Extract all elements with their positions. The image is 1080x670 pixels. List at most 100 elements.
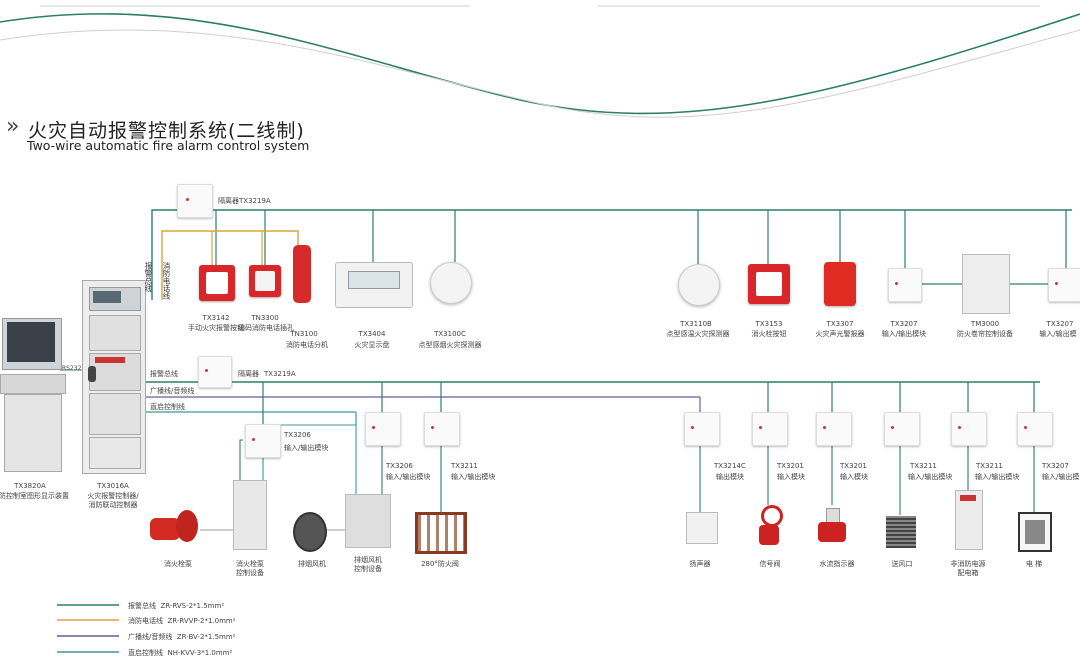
output-module-tx3214c bbox=[684, 412, 720, 446]
isolator-lower bbox=[198, 356, 232, 388]
isolator-label: 隔离器 bbox=[238, 370, 259, 378]
equipment-5-name: 扬声器 bbox=[689, 560, 711, 568]
top-isolator-label: 隔离器TX3219A bbox=[218, 197, 271, 205]
lower-module-5-id: TX3201 bbox=[840, 462, 867, 470]
io-module-tx3211-a bbox=[424, 412, 460, 446]
io-module-top-1 bbox=[888, 268, 922, 302]
io-module-tx3211-b bbox=[884, 412, 920, 446]
top-device-8-id: TX3207 bbox=[890, 320, 918, 328]
top-device-2-name: 消防电话分机 bbox=[286, 341, 328, 349]
lower-module-7-id: TX3211 bbox=[976, 462, 1003, 470]
top-device-5-name: 点型感温火灾探测器 bbox=[666, 330, 730, 338]
sound-light-alarm bbox=[824, 262, 856, 306]
input-module-tx3201-a bbox=[752, 412, 788, 446]
equipment-1-line1: 消火栓泵 bbox=[236, 560, 264, 568]
hydrant-button bbox=[748, 264, 790, 304]
equipment-9-line2: 配电箱 bbox=[957, 569, 979, 577]
legend-spec-3: NH-KVV-3*1.0mm² bbox=[167, 649, 233, 657]
legend-item-2: 广播线/音频线 ZR-BV-2*1.5mm² bbox=[128, 632, 236, 642]
fire-alarm-controller bbox=[82, 280, 146, 474]
top-device-7-id: TX3307 bbox=[826, 320, 854, 328]
top-device-3-name: 火灾显示盘 bbox=[354, 341, 390, 349]
non-fire-power-distribution-box bbox=[955, 490, 983, 550]
controller-name-1: 火灾报警控制器/ bbox=[87, 492, 139, 500]
manual-alarm-button bbox=[199, 265, 235, 301]
lower-module-8-name: 输入/输出模 bbox=[1042, 473, 1080, 481]
legend-spec-0: ZR-RVS-2*1.5mm² bbox=[160, 602, 225, 610]
exhaust-fan-control-cabinet bbox=[345, 494, 391, 548]
top-device-3-id: TX3404 bbox=[358, 330, 386, 338]
signal-valve bbox=[757, 505, 783, 545]
top-device-9-name: 防火卷帘控制设备 bbox=[957, 330, 1013, 338]
legend-spec-1: ZR-RVVP-2*1.0mm² bbox=[167, 617, 236, 625]
equipment-9-line1: 非消防电源 bbox=[950, 560, 986, 568]
fire-display-panel bbox=[335, 262, 413, 308]
equipment-7-name: 水流指示器 bbox=[819, 560, 855, 568]
isolator-id-label: TX3219A bbox=[264, 370, 296, 378]
legend-item-1: 消防电话线 ZR-RVVP-2*1.0mm² bbox=[128, 616, 236, 626]
top-device-9-id: TM3000 bbox=[970, 320, 1000, 328]
broadcast-label: 广播线/音频线 bbox=[150, 387, 195, 395]
lower-module-7-name: 输入/输出模块 bbox=[975, 473, 1020, 481]
legend-item-0: 报警总线 ZR-RVS-2*1.5mm² bbox=[128, 601, 224, 611]
graphic-display-workstation bbox=[0, 318, 66, 472]
top-device-8-name: 输入/输出模块 bbox=[881, 330, 927, 338]
isolator-top bbox=[177, 184, 213, 218]
lower-module-6-id: TX3211 bbox=[910, 462, 937, 470]
top-device-1-name: 编码消防电话插孔 bbox=[238, 324, 294, 332]
phone-handset bbox=[293, 245, 311, 303]
top-device-6-name: 消火栓按钮 bbox=[751, 330, 787, 338]
monitor-name: 防控制室图形显示装置 bbox=[0, 492, 69, 500]
phone-jack bbox=[249, 265, 281, 297]
equipment-0-name: 消火栓泵 bbox=[164, 560, 192, 568]
air-supply-vent bbox=[886, 516, 916, 548]
lower-module-1-id: TX3206 bbox=[386, 462, 413, 470]
lower-module-2-id: TX3211 bbox=[451, 462, 478, 470]
controller-name-2: 消防联动控制器 bbox=[88, 501, 138, 509]
legend-label-2: 广播线/音频线 bbox=[128, 633, 173, 641]
equipment-3-line2: 控制设备 bbox=[354, 565, 382, 573]
water-flow-indicator bbox=[818, 508, 848, 544]
rs232-label: RS232 bbox=[62, 365, 82, 372]
top-device-0-name: 手动火灾报警按钮 bbox=[188, 324, 244, 332]
handset-icon bbox=[88, 366, 96, 382]
fire-damper bbox=[415, 512, 467, 554]
equipment-8-name: 送风口 bbox=[891, 560, 913, 568]
top-device-7-name: 火灾声光警报器 bbox=[815, 330, 865, 338]
lower-module-8-id: TX3207 bbox=[1042, 462, 1069, 470]
equipment-2-name: 排烟风机 bbox=[298, 560, 326, 568]
legend-label-1: 消防电话线 bbox=[128, 617, 163, 625]
shutter-control-cabinet bbox=[962, 254, 1010, 314]
io-module-tx3211-c bbox=[951, 412, 987, 446]
page-subtitle: Two-wire automatic fire alarm control sy… bbox=[27, 138, 310, 153]
top-device-2-id: TN3100 bbox=[290, 330, 318, 338]
top-device-4-name: 点型感烟火灾探测器 bbox=[418, 341, 482, 349]
top-device-6-id: TX3153 bbox=[755, 320, 783, 328]
smoke-exhaust-fan bbox=[293, 512, 327, 552]
lower-module-5-name: 输入模块 bbox=[840, 473, 868, 481]
lower-module-4-name: 输入模块 bbox=[777, 473, 805, 481]
io-module-tx3206-a bbox=[245, 424, 281, 458]
top-device-10-id: TX3207 bbox=[1046, 320, 1074, 328]
alarm-bus-label: 报警总线 bbox=[150, 370, 178, 378]
bus-vertical-label: 报警总线 bbox=[144, 262, 153, 292]
top-device-1-id: TN3300 bbox=[251, 314, 279, 322]
lower-module-2-name: 输入/输出模块 bbox=[451, 473, 496, 481]
lower-module-3-id: TX3214C bbox=[714, 462, 746, 470]
legend-spec-2: ZR-BV-2*1.5mm² bbox=[176, 633, 236, 641]
elevator-icon bbox=[1018, 512, 1052, 552]
io-module-tx3207-lower bbox=[1017, 412, 1053, 446]
equipment-3-line1: 排烟风机 bbox=[354, 556, 382, 564]
input-module-tx3201-b bbox=[816, 412, 852, 446]
speaker bbox=[686, 512, 718, 544]
double-chevron-icon: » bbox=[6, 114, 20, 139]
fire-hydrant-pump bbox=[150, 508, 200, 546]
lower-module-6-name: 输入/输出模块 bbox=[908, 473, 953, 481]
equipment-4-name: 280°防火阀 bbox=[421, 560, 459, 568]
io-module-top-2 bbox=[1048, 268, 1080, 302]
lower-module-0-id: TX3206 bbox=[284, 431, 311, 439]
top-device-10-name: 输入/输出模 bbox=[1039, 330, 1077, 338]
top-device-4-id: TX3100C bbox=[434, 330, 466, 338]
legend-item-3: 直启控制线 NH-KVV-3*1.0mm² bbox=[128, 648, 232, 658]
lower-module-4-id: TX3201 bbox=[777, 462, 804, 470]
